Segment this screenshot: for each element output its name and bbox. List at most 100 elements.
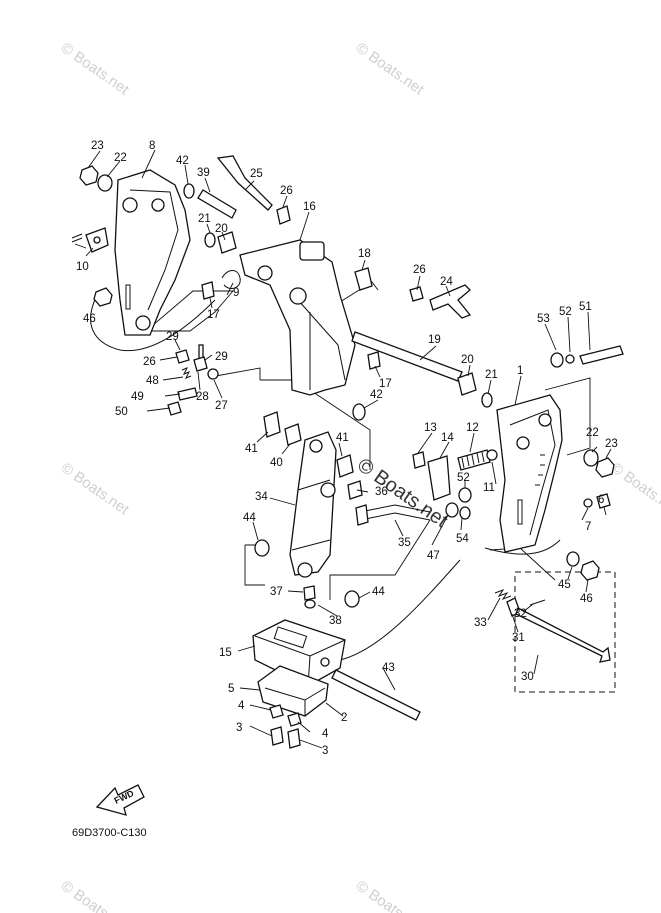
callout-34: 34 xyxy=(255,491,268,503)
callout-21-right: 21 xyxy=(485,369,498,381)
callout-28: 28 xyxy=(196,391,209,403)
part-24-tilt-lever xyxy=(429,284,472,319)
right-fasteners xyxy=(550,345,624,478)
callout-42-right: 42 xyxy=(370,389,383,401)
callout-29-b: 29 xyxy=(215,351,228,363)
callout-23: 23 xyxy=(91,140,104,152)
watermark-top-left: © Boats.net xyxy=(58,39,133,98)
callout-36: 36 xyxy=(375,486,388,498)
callout-33: 33 xyxy=(474,617,487,629)
part-19-through-tube xyxy=(351,331,463,382)
callout-16: 16 xyxy=(303,201,316,213)
callout-53: 53 xyxy=(537,313,550,325)
part-11-14-stopper-assembly xyxy=(412,449,498,501)
part-10-grease-nipple-plate xyxy=(71,227,109,253)
callout-11: 11 xyxy=(483,482,495,494)
callout-39: 39 xyxy=(197,167,210,179)
callout-7: 7 xyxy=(585,521,591,533)
callout-9: 9 xyxy=(233,287,239,299)
callout-41-left: 41 xyxy=(245,443,258,455)
callout-15: 15 xyxy=(219,647,232,659)
callout-42: 42 xyxy=(176,155,189,167)
diagram-code: 69D3700-C130 xyxy=(72,827,147,839)
part-45-46-right xyxy=(566,551,600,581)
part-34-trim-cylinder xyxy=(289,431,337,578)
callout-47: 47 xyxy=(427,550,440,562)
part-43-long-bolt xyxy=(331,669,421,721)
part-2-5-lower-bracket xyxy=(257,665,329,717)
callout-21: 21 xyxy=(198,213,211,225)
callout-31: 31 xyxy=(512,632,525,644)
callout-20: 20 xyxy=(215,223,228,235)
part-17-grease-fittings xyxy=(201,281,381,370)
reference-lines xyxy=(90,281,616,693)
callout-14: 14 xyxy=(441,432,454,444)
watermark-top-center: © Boats.net xyxy=(353,39,428,98)
part-25-tilt-pin-lever xyxy=(216,155,273,211)
part-8-clamp-bracket-left xyxy=(114,169,191,336)
callout-46-right: 46 xyxy=(580,593,593,605)
callout-22: 22 xyxy=(114,152,127,164)
part-3-4-screws-washers xyxy=(269,704,302,749)
callout-52-lower: 52 xyxy=(457,472,470,484)
callout-44-right: 44 xyxy=(372,586,385,598)
callout-49: 49 xyxy=(131,391,144,403)
part-42-circlip xyxy=(352,403,366,421)
callout-29: 29 xyxy=(166,331,179,343)
callout-40: 40 xyxy=(270,457,283,469)
callout-52: 52 xyxy=(559,306,572,318)
leader-lines xyxy=(74,149,612,749)
callout-6: 6 xyxy=(598,494,604,506)
callout-50: 50 xyxy=(115,406,128,418)
part-42-39-collars-left xyxy=(183,183,237,254)
part-16-swivel-bracket xyxy=(239,239,356,396)
callout-35: 35 xyxy=(398,537,411,549)
watermark-bottom-center: © Boats.net xyxy=(353,877,428,913)
part-6-7-bolt-washer xyxy=(583,493,611,509)
callout-10: 10 xyxy=(76,261,89,273)
callout-25: 25 xyxy=(250,168,263,180)
callout-43: 43 xyxy=(382,662,395,674)
callout-26-left: 26 xyxy=(143,356,156,368)
part-1-clamp-bracket-right xyxy=(496,394,563,553)
part-37-38-44-bottom-fasteners xyxy=(254,539,360,609)
part-18-plate xyxy=(354,267,373,291)
part-30-33-lock-rod-assembly xyxy=(494,588,611,663)
callout-24: 24 xyxy=(440,276,453,288)
callout-27: 27 xyxy=(215,400,228,412)
callout-37: 37 xyxy=(270,586,283,598)
callout-41: 41 xyxy=(336,432,349,444)
callout-38: 38 xyxy=(329,615,342,627)
callout-5: 5 xyxy=(228,683,234,695)
callout-12: 12 xyxy=(466,422,479,434)
callout-23-right: 23 xyxy=(605,438,618,450)
callout-48: 48 xyxy=(146,375,159,387)
callout-18: 18 xyxy=(358,248,371,260)
callout-2: 2 xyxy=(341,712,347,724)
part-46-nut-left xyxy=(93,287,113,307)
watermark-mid-right: © Boats.net xyxy=(608,459,661,518)
part-47-52-54-washers xyxy=(445,487,472,520)
callout-54: 54 xyxy=(456,533,469,545)
callout-4-right: 4 xyxy=(322,728,329,740)
callout-3-right: 3 xyxy=(322,745,328,757)
part-20-21-collars-right xyxy=(457,372,493,408)
callout-17-right: 17 xyxy=(379,378,392,390)
callout-26: 26 xyxy=(280,185,293,197)
callout-17: 17 xyxy=(207,309,220,321)
callout-19: 19 xyxy=(428,334,441,346)
part-40-41-collars xyxy=(263,411,354,478)
watermark-mid-left: © Boats.net xyxy=(58,459,133,518)
callout-46-left: 46 xyxy=(83,313,96,325)
callout-32: 32 xyxy=(514,608,527,620)
watermark-bottom-left: © Boats.net xyxy=(58,877,133,913)
callout-13: 13 xyxy=(424,422,437,434)
callout-26-right: 26 xyxy=(413,264,426,276)
callout-labels: 23 22 8 42 39 25 26 16 21 20 10 17 9 18 … xyxy=(76,140,618,757)
callout-45: 45 xyxy=(558,579,571,591)
callout-8: 8 xyxy=(149,140,155,152)
callout-1: 1 xyxy=(517,365,523,377)
callout-4: 4 xyxy=(238,700,245,712)
small-parts-left xyxy=(167,344,219,416)
